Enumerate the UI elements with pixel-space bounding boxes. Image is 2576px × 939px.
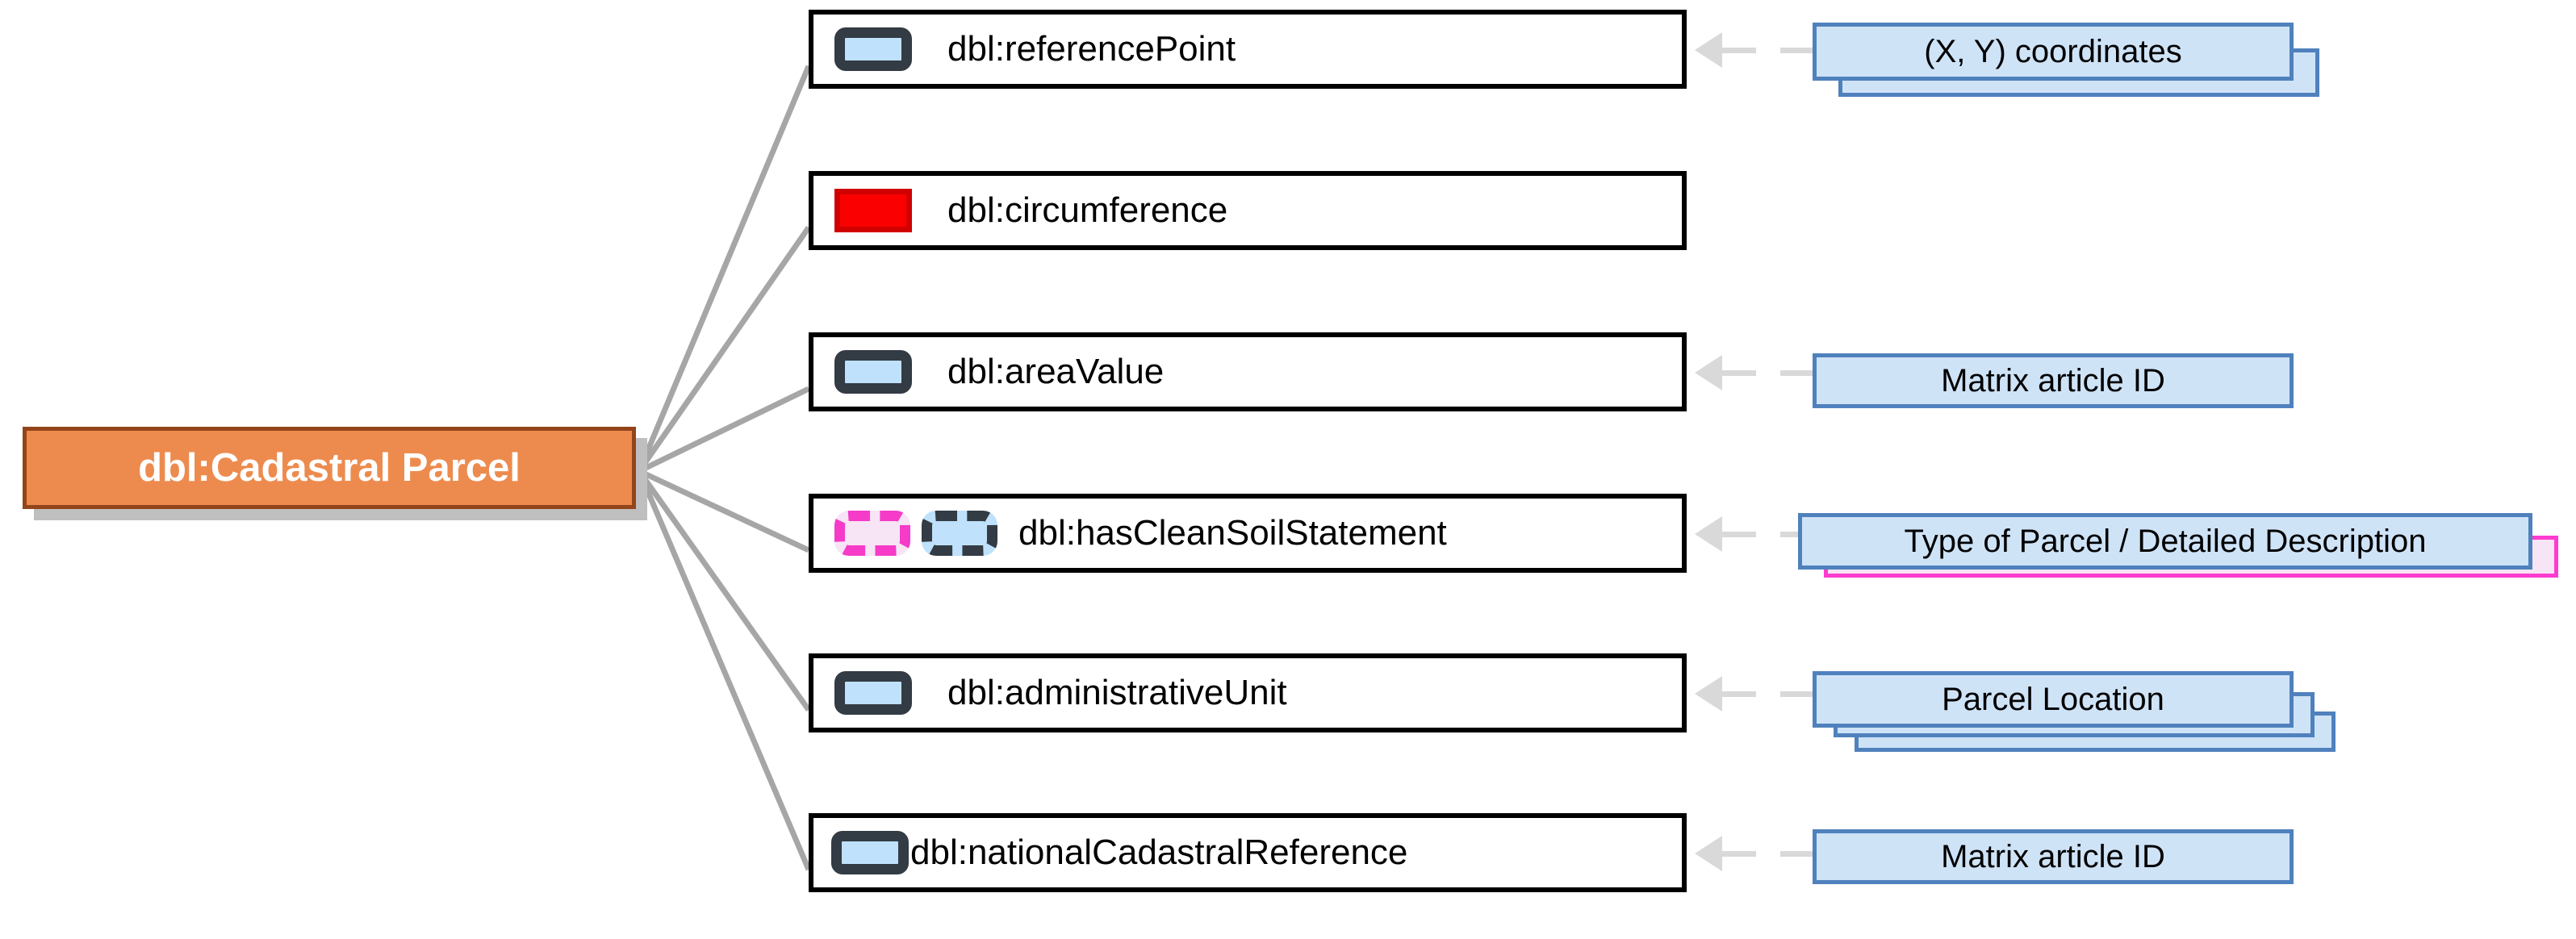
- arrow-gap: [1756, 691, 1780, 697]
- icon-group: [831, 831, 909, 874]
- card-label: Matrix article ID: [1941, 838, 2165, 874]
- solid-red-rect-icon: [834, 189, 912, 232]
- property-row-referencePoint[interactable]: dbl:referencePoint: [809, 10, 1687, 89]
- arrow-head: [1695, 32, 1722, 68]
- property-label: dbl:administrativeUnit: [947, 673, 1287, 712]
- connector-line-referencePoint: [636, 65, 812, 473]
- arrow-segment: [1722, 531, 1756, 537]
- rounded-rect-blue-icon: [834, 27, 912, 71]
- arrow-segment: [1780, 691, 1816, 697]
- value-card-stack-administrativeUnit[interactable]: Parcel Location: [1813, 671, 2336, 768]
- property-label: dbl:nationalCadastralReference: [910, 833, 1408, 872]
- arrow-head: [1695, 836, 1722, 871]
- property-label: dbl:circumference: [947, 190, 1228, 230]
- value-card-stack-nationalCadastralReference[interactable]: Matrix article ID: [1813, 829, 2329, 897]
- icon-group: [834, 511, 997, 556]
- root-class-node[interactable]: dbl:Cadastral Parcel: [23, 427, 636, 509]
- icon-group: [834, 350, 912, 394]
- arrow-gap: [1756, 851, 1780, 857]
- card-label: Matrix article ID: [1941, 362, 2165, 399]
- property-row-administrativeUnit[interactable]: dbl:administrativeUnit: [809, 653, 1687, 732]
- rounded-rect-blue-icon: [834, 350, 912, 394]
- dashed-rect-pink-icon: [834, 511, 910, 556]
- card-label: (X, Y) coordinates: [1924, 33, 2182, 69]
- value-card-stack-areaValue[interactable]: Matrix article ID: [1813, 353, 2329, 421]
- card-layer-front[interactable]: (X, Y) coordinates: [1813, 23, 2294, 81]
- property-label: dbl:areaValue: [947, 352, 1165, 391]
- arrow-segment: [1780, 47, 1816, 53]
- connector-line-areaValue: [638, 386, 810, 474]
- value-card-stack-hasCleanSoilStatement[interactable]: Type of Parcel / Detailed Description: [1798, 513, 2573, 602]
- dashed-rect-dark-icon: [922, 511, 997, 556]
- connector-line-nationalCadastralReference: [636, 470, 812, 871]
- property-row-nationalCadastralReference[interactable]: dbl:nationalCadastralReference: [809, 813, 1687, 892]
- left-arrow-icon-areaValue: [1695, 355, 1816, 390]
- card-label: Type of Parcel / Detailed Description: [1904, 523, 2427, 559]
- arrow-segment: [1722, 369, 1756, 376]
- property-row-hasCleanSoilStatement[interactable]: dbl:hasCleanSoilStatement: [809, 494, 1687, 573]
- arrow-segment: [1780, 369, 1816, 376]
- arrow-head: [1695, 676, 1722, 712]
- arrow-gap: [1756, 532, 1780, 537]
- left-arrow-icon-administrativeUnit: [1695, 676, 1816, 712]
- rounded-rect-blue-icon: [834, 671, 912, 715]
- property-label: dbl:referencePoint: [947, 29, 1236, 69]
- property-row-areaValue[interactable]: dbl:areaValue: [809, 332, 1687, 411]
- root-class-label: dbl:Cadastral Parcel: [138, 446, 521, 490]
- left-arrow-icon-nationalCadastralReference: [1695, 836, 1816, 871]
- arrow-gap: [1756, 370, 1780, 376]
- card-layer-front[interactable]: Type of Parcel / Detailed Description: [1798, 513, 2532, 570]
- left-arrow-icon-referencePoint: [1695, 32, 1816, 68]
- icon-group: [834, 189, 912, 232]
- icon-group: [834, 27, 912, 71]
- card-layer-front[interactable]: Matrix article ID: [1813, 353, 2294, 408]
- arrow-head: [1695, 355, 1722, 390]
- icon-group: [834, 671, 912, 715]
- arrow-gap: [1756, 48, 1780, 53]
- arrow-segment: [1780, 850, 1816, 857]
- card-layer-front[interactable]: Parcel Location: [1813, 671, 2294, 728]
- arrow-segment: [1722, 47, 1756, 53]
- arrow-head: [1695, 516, 1722, 552]
- arrow-segment: [1722, 691, 1756, 697]
- property-label: dbl:hasCleanSoilStatement: [1018, 513, 1447, 553]
- connector-line-administrativeUnit: [637, 469, 811, 712]
- rounded-rect-blue-icon: [831, 831, 909, 874]
- connector-line-hasCleanSoilStatement: [638, 468, 810, 553]
- card-label: Parcel Location: [1942, 681, 2164, 717]
- property-row-circumference[interactable]: dbl:circumference: [809, 171, 1687, 250]
- arrow-segment: [1722, 850, 1756, 857]
- value-card-stack-referencePoint[interactable]: (X, Y) coordinates: [1813, 23, 2329, 100]
- card-layer-front[interactable]: Matrix article ID: [1813, 829, 2294, 884]
- connector-line-circumference: [637, 226, 811, 473]
